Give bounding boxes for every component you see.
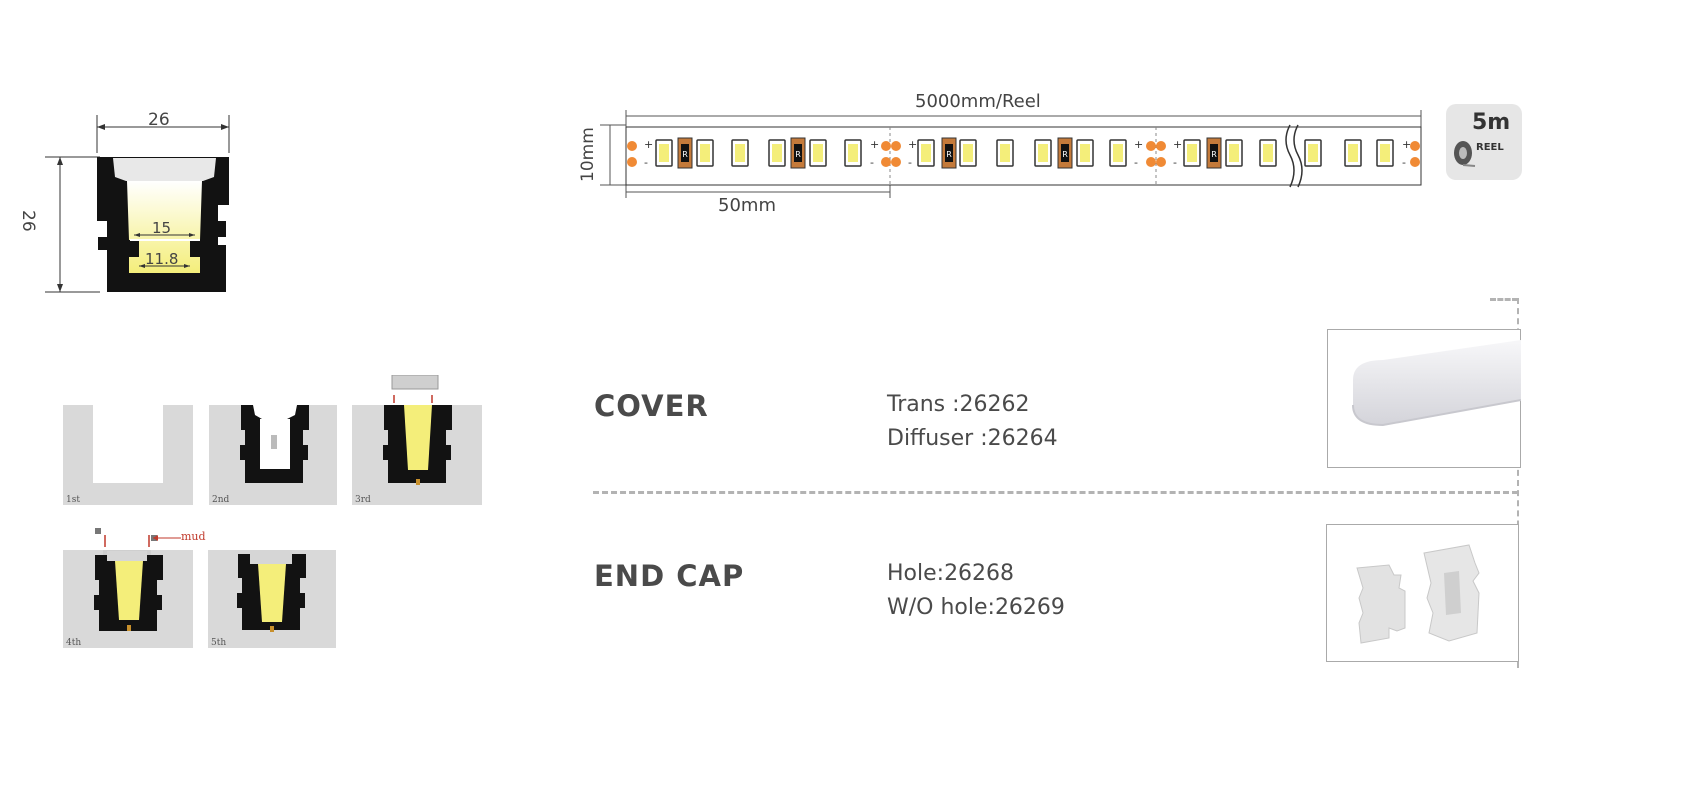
- resistor-body: [1210, 144, 1218, 162]
- cover-spec-trans: Trans :26262: [887, 392, 1030, 417]
- solder-pad: [1146, 141, 1156, 151]
- right-divider: [1517, 298, 1519, 668]
- minus-sign: -: [1134, 156, 1138, 169]
- endcap-image: [1356, 544, 1480, 644]
- minus-sign: -: [870, 156, 874, 169]
- led-chip-emitter: [1080, 144, 1090, 162]
- step-3-profile: [383, 375, 452, 485]
- resistor-mark: R: [682, 150, 688, 159]
- step-3-label: 3rd: [355, 495, 371, 505]
- profile-height-label: 26: [18, 210, 38, 232]
- led-chip-emitter: [1348, 144, 1358, 162]
- solder-pad: [627, 157, 637, 167]
- solder-pad: [891, 157, 901, 167]
- led-chip-emitter: [1308, 144, 1318, 162]
- step-5-profile: [237, 550, 306, 632]
- plus-sign: +: [908, 138, 917, 151]
- resistor-body: [681, 144, 689, 162]
- resistor-body: [945, 144, 953, 162]
- cover-specs: Trans :26262 Diffuser :26264: [887, 388, 1058, 456]
- section-divider: [593, 491, 1518, 494]
- led-chip-emitter: [772, 144, 782, 162]
- resistor-mark: R: [1211, 150, 1217, 159]
- led-chip-emitter: [700, 144, 710, 162]
- cover-image: [1352, 340, 1521, 427]
- step-1-panel: 1st: [63, 405, 193, 505]
- reel-badge: 5m REEL: [1446, 104, 1522, 180]
- plus-sign: +: [1173, 138, 1182, 151]
- strip-body: [625, 126, 1422, 186]
- resistor-mark: R: [795, 150, 801, 159]
- step-4-label: 4th: [66, 638, 82, 648]
- resistor-mark: R: [1062, 150, 1068, 159]
- solder-pad: [1410, 157, 1420, 167]
- plus-sign: +: [870, 138, 879, 151]
- resistor-body: [1061, 144, 1069, 162]
- reel-label: REEL: [1476, 142, 1504, 153]
- endcap-spec-no-hole: W/O hole:26269: [887, 595, 1065, 620]
- cover-photo: [1327, 329, 1521, 468]
- solder-pad: [891, 141, 901, 151]
- cover-title: COVER: [594, 389, 709, 423]
- height-dimension: [45, 156, 100, 293]
- plus-sign: +: [644, 138, 653, 151]
- cover-spec-diffuser: Diffuser :26264: [887, 426, 1058, 451]
- profile-light-channel: [127, 181, 202, 273]
- minus-sign: -: [1173, 156, 1177, 169]
- led-chip-emitter: [1000, 144, 1010, 162]
- strip-cut-label: 50mm: [718, 195, 776, 216]
- profile-cross-section: [45, 115, 230, 293]
- led-chip-emitter: [1380, 144, 1390, 162]
- minus-sign: -: [644, 156, 648, 169]
- width-dimension: [96, 115, 230, 153]
- step-2-label: 2nd: [212, 495, 230, 505]
- reel-length: 5m: [1472, 110, 1511, 135]
- solder-pad: [1146, 157, 1156, 167]
- step-4-panel: mud 4th: [63, 528, 206, 648]
- endcap-spec-hole: Hole:26268: [887, 561, 1015, 586]
- step-1-label: 1st: [66, 495, 80, 505]
- plus-sign: +: [1134, 138, 1143, 151]
- reel-icon: [1454, 141, 1476, 167]
- minus-sign: -: [1402, 156, 1406, 169]
- endcap-specs: Hole:26268 W/O hole:26269: [887, 557, 1065, 625]
- led-chip-emitter: [659, 144, 669, 162]
- step-2-panel: 2nd: [209, 405, 337, 505]
- solder-pad: [1410, 141, 1420, 151]
- step-4-annotation: mud: [181, 530, 206, 543]
- step-3-panel: 3rd: [352, 375, 482, 505]
- strip-length-label: 5000mm/Reel: [915, 91, 1041, 112]
- step-2-profile: [240, 405, 309, 483]
- solder-pad: [1156, 157, 1166, 167]
- solder-pad: [627, 141, 637, 151]
- led-chip-emitter: [963, 144, 973, 162]
- arrow-icon: [153, 535, 181, 541]
- profile-width-label: 26: [148, 110, 170, 130]
- solder-pad: [1156, 141, 1166, 151]
- minus-sign: -: [908, 156, 912, 169]
- step-5-label: 5th: [211, 638, 227, 648]
- solder-pad: [881, 157, 891, 167]
- led-strip-diagram: + - R R + - + - R R + - + - R + -: [600, 110, 1422, 198]
- profile-cover: [113, 158, 216, 181]
- led-chip-emitter: [813, 144, 823, 162]
- plus-sign: +: [1402, 138, 1411, 151]
- resistor-mark: R: [946, 150, 952, 159]
- solder-pad: [881, 141, 891, 151]
- step-5-panel: 5th: [208, 550, 336, 648]
- led-chip-emitter: [921, 144, 931, 162]
- led-chip-emitter: [1229, 144, 1239, 162]
- led-chip-emitter: [1187, 144, 1197, 162]
- top-divider-stub: [1490, 298, 1518, 301]
- led-chip-emitter: [735, 144, 745, 162]
- led-chip-emitter: [1263, 144, 1273, 162]
- endcap-photo: [1326, 524, 1519, 662]
- profile-inner-width-label: 15: [152, 219, 172, 237]
- endcap-title: END CAP: [594, 559, 745, 593]
- resistor-body: [794, 144, 802, 162]
- led-chip-emitter: [1113, 144, 1123, 162]
- led-chip-emitter: [1038, 144, 1048, 162]
- led-chip-emitter: [848, 144, 858, 162]
- profile-channel-width-label: 11.8: [145, 250, 179, 268]
